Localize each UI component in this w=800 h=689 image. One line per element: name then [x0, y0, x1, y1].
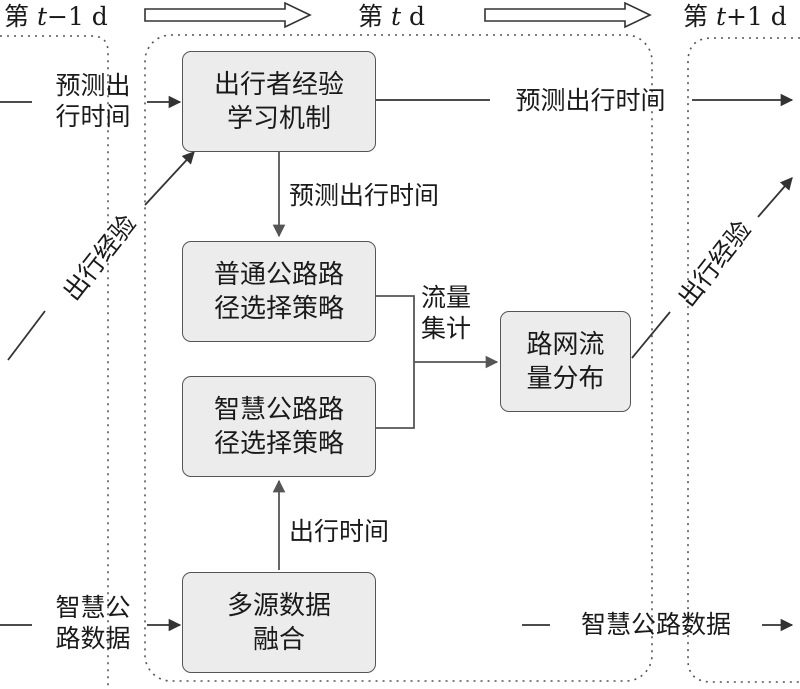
- data-fusion-box: 多源数据融合: [182, 572, 376, 673]
- panel-prev-day: [0, 35, 109, 689]
- network-flow-box: 路网流量分布: [500, 311, 631, 412]
- smart-route-strategy-box: 智慧公路路径选择策略: [182, 376, 376, 477]
- experience-left-lower: [7, 310, 46, 361]
- experience-right-lower: [631, 311, 671, 359]
- flow-aggregation-label: 流量集计: [420, 283, 471, 343]
- travel-time-label: 出行时间: [289, 517, 390, 546]
- timeline-arrow-2: [484, 1, 652, 29]
- day-next-label: 第 t+1 d: [683, 2, 787, 31]
- experience-left-arrow: [144, 151, 195, 206]
- predict-out-label: 预测出行时间: [515, 86, 666, 115]
- predict-down-label: 预测出行时间: [289, 181, 440, 210]
- ordinary-route-strategy-box: 普通公路路径选择策略: [182, 241, 376, 342]
- day-current-label: 第 t d: [358, 2, 425, 31]
- smart-data-in-label: 智慧公路数据: [55, 593, 131, 653]
- smart-data-out-label: 智慧公路数据: [580, 610, 731, 639]
- day-prev-label: 第 t−1 d: [4, 2, 108, 31]
- experience-right-arrow: [757, 177, 793, 218]
- panel-next-day: [687, 37, 800, 683]
- panel-current-day: [144, 34, 653, 682]
- predict-in-label: 预测出行时间: [55, 71, 131, 131]
- flow-aggregation-bracket: [376, 295, 415, 429]
- learning-mechanism-box: 出行者经验学习机制: [182, 51, 376, 152]
- timeline-arrow-1: [144, 1, 312, 29]
